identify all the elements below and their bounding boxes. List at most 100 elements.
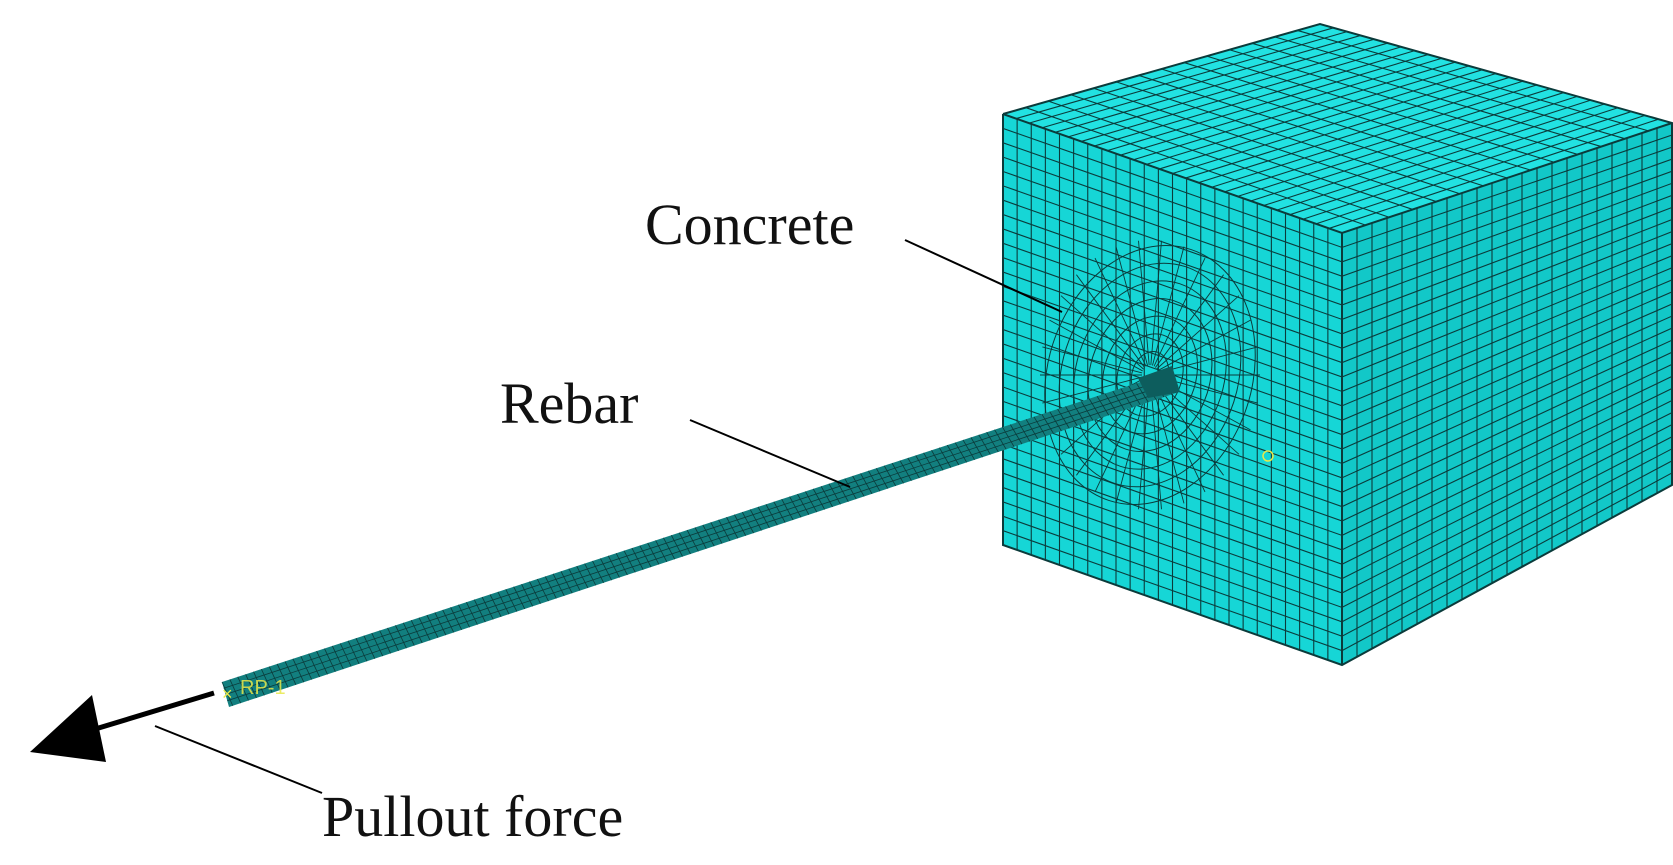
mesh-line <box>1342 472 1672 652</box>
mesh-line <box>1138 74 1484 187</box>
mesh-line <box>1003 257 1342 378</box>
mesh-line <box>1153 383 1206 493</box>
rebar-mesh <box>221 372 1177 706</box>
concrete-label: Concrete <box>645 192 854 257</box>
mesh-line <box>1138 240 1150 366</box>
mesh-line <box>1342 194 1672 320</box>
mesh-line <box>1342 279 1672 421</box>
mesh-line <box>1048 100 1390 218</box>
mesh-line <box>1003 429 1342 551</box>
concrete-side-mesh <box>1342 128 1672 657</box>
mesh-line <box>1003 530 1342 652</box>
concrete-block <box>1002 22 1673 667</box>
mesh-line <box>1157 319 1251 372</box>
pullout-force-label: Pullout force <box>322 784 623 849</box>
mesh-line <box>1342 436 1672 608</box>
mesh-line <box>1115 246 1148 366</box>
mesh-line <box>1150 240 1162 366</box>
mesh-line <box>1156 295 1240 370</box>
mesh-line <box>1342 339 1672 493</box>
mesh-line <box>1342 363 1672 522</box>
mesh-line <box>1154 274 1224 368</box>
mesh-line <box>1157 346 1258 374</box>
mesh-line <box>1042 346 1143 374</box>
reference-point-rp1: × RP-1 <box>222 677 286 704</box>
mesh-line <box>1003 458 1342 580</box>
mesh-line <box>1076 274 1146 368</box>
mesh-line <box>1342 387 1672 551</box>
leader-lines <box>154 239 1063 794</box>
arrow-head <box>30 695 106 762</box>
rebar-label: Rebar <box>500 371 639 436</box>
mesh-line <box>1251 42 1602 148</box>
mesh-line <box>1003 271 1342 392</box>
mesh-line <box>227 387 1175 702</box>
mesh-line <box>1115 384 1148 504</box>
pullout-leader <box>154 725 323 794</box>
mesh-line <box>1154 382 1224 476</box>
mesh-line <box>1003 415 1342 536</box>
mesh-ring <box>1116 333 1184 417</box>
mesh-line <box>1138 384 1150 510</box>
mesh-line <box>1274 36 1626 140</box>
mesh-line <box>1150 384 1162 510</box>
arrow-shaft <box>91 690 215 733</box>
mesh-line <box>1003 472 1342 594</box>
reference-point-marker <box>1262 450 1274 462</box>
mesh-line <box>1003 170 1342 292</box>
rp-axis-mark: × <box>222 684 233 704</box>
concrete-front-mesh <box>1003 118 1342 660</box>
mesh-ring <box>1087 298 1213 452</box>
mesh-line <box>1342 182 1672 306</box>
mesh-line <box>1297 29 1649 132</box>
mesh-line <box>1342 327 1672 479</box>
mesh-line <box>1342 206 1672 335</box>
mesh-ring <box>1101 315 1199 435</box>
mesh-line <box>1152 246 1185 366</box>
rebar-leader <box>689 419 851 488</box>
mesh-line <box>1003 443 1342 565</box>
mesh-line <box>1003 214 1342 335</box>
mesh-line <box>1003 343 1342 464</box>
mesh-line <box>1342 375 1672 536</box>
mesh-line <box>1060 295 1144 370</box>
mesh-line <box>1093 87 1437 203</box>
mesh-line <box>1342 303 1672 450</box>
pullout-force-arrow <box>30 690 215 762</box>
mesh-ring <box>1058 262 1242 488</box>
mesh-line <box>1116 81 1461 195</box>
rp1-label: RP-1 <box>240 677 286 699</box>
mesh-line <box>1342 291 1672 436</box>
mesh-line <box>1342 219 1672 349</box>
mesh-line <box>1342 170 1672 292</box>
mesh-line <box>1161 68 1508 179</box>
mesh-line <box>1003 501 1342 623</box>
concrete-radial-mesh <box>1040 240 1260 510</box>
mesh-line <box>1042 376 1143 404</box>
rebar-embedded-tip <box>1138 366 1180 398</box>
mesh-line <box>1183 62 1531 171</box>
mesh-line <box>1342 231 1672 364</box>
mesh-line <box>1342 448 1672 623</box>
mesh-line <box>1342 158 1672 277</box>
mesh-line <box>1342 424 1672 594</box>
mesh-line <box>1094 257 1147 367</box>
mesh-line <box>1003 487 1342 608</box>
concrete-top-mesh <box>1015 27 1659 229</box>
mesh-line <box>1003 142 1342 263</box>
mesh-line <box>1003 300 1342 421</box>
mesh-line <box>1003 242 1342 364</box>
concrete-leader <box>904 239 1063 313</box>
mesh-line <box>1342 412 1672 580</box>
mesh-line <box>1342 267 1672 407</box>
mesh-line <box>1003 156 1342 277</box>
mesh-line <box>1070 94 1413 210</box>
mesh-line <box>1003 127 1342 248</box>
mesh-line <box>1342 134 1672 248</box>
mesh-ring <box>1073 280 1227 470</box>
mesh-line <box>1153 257 1206 367</box>
mesh-line <box>1342 400 1672 565</box>
mesh-line <box>223 377 1171 689</box>
mesh-line <box>1049 319 1143 372</box>
